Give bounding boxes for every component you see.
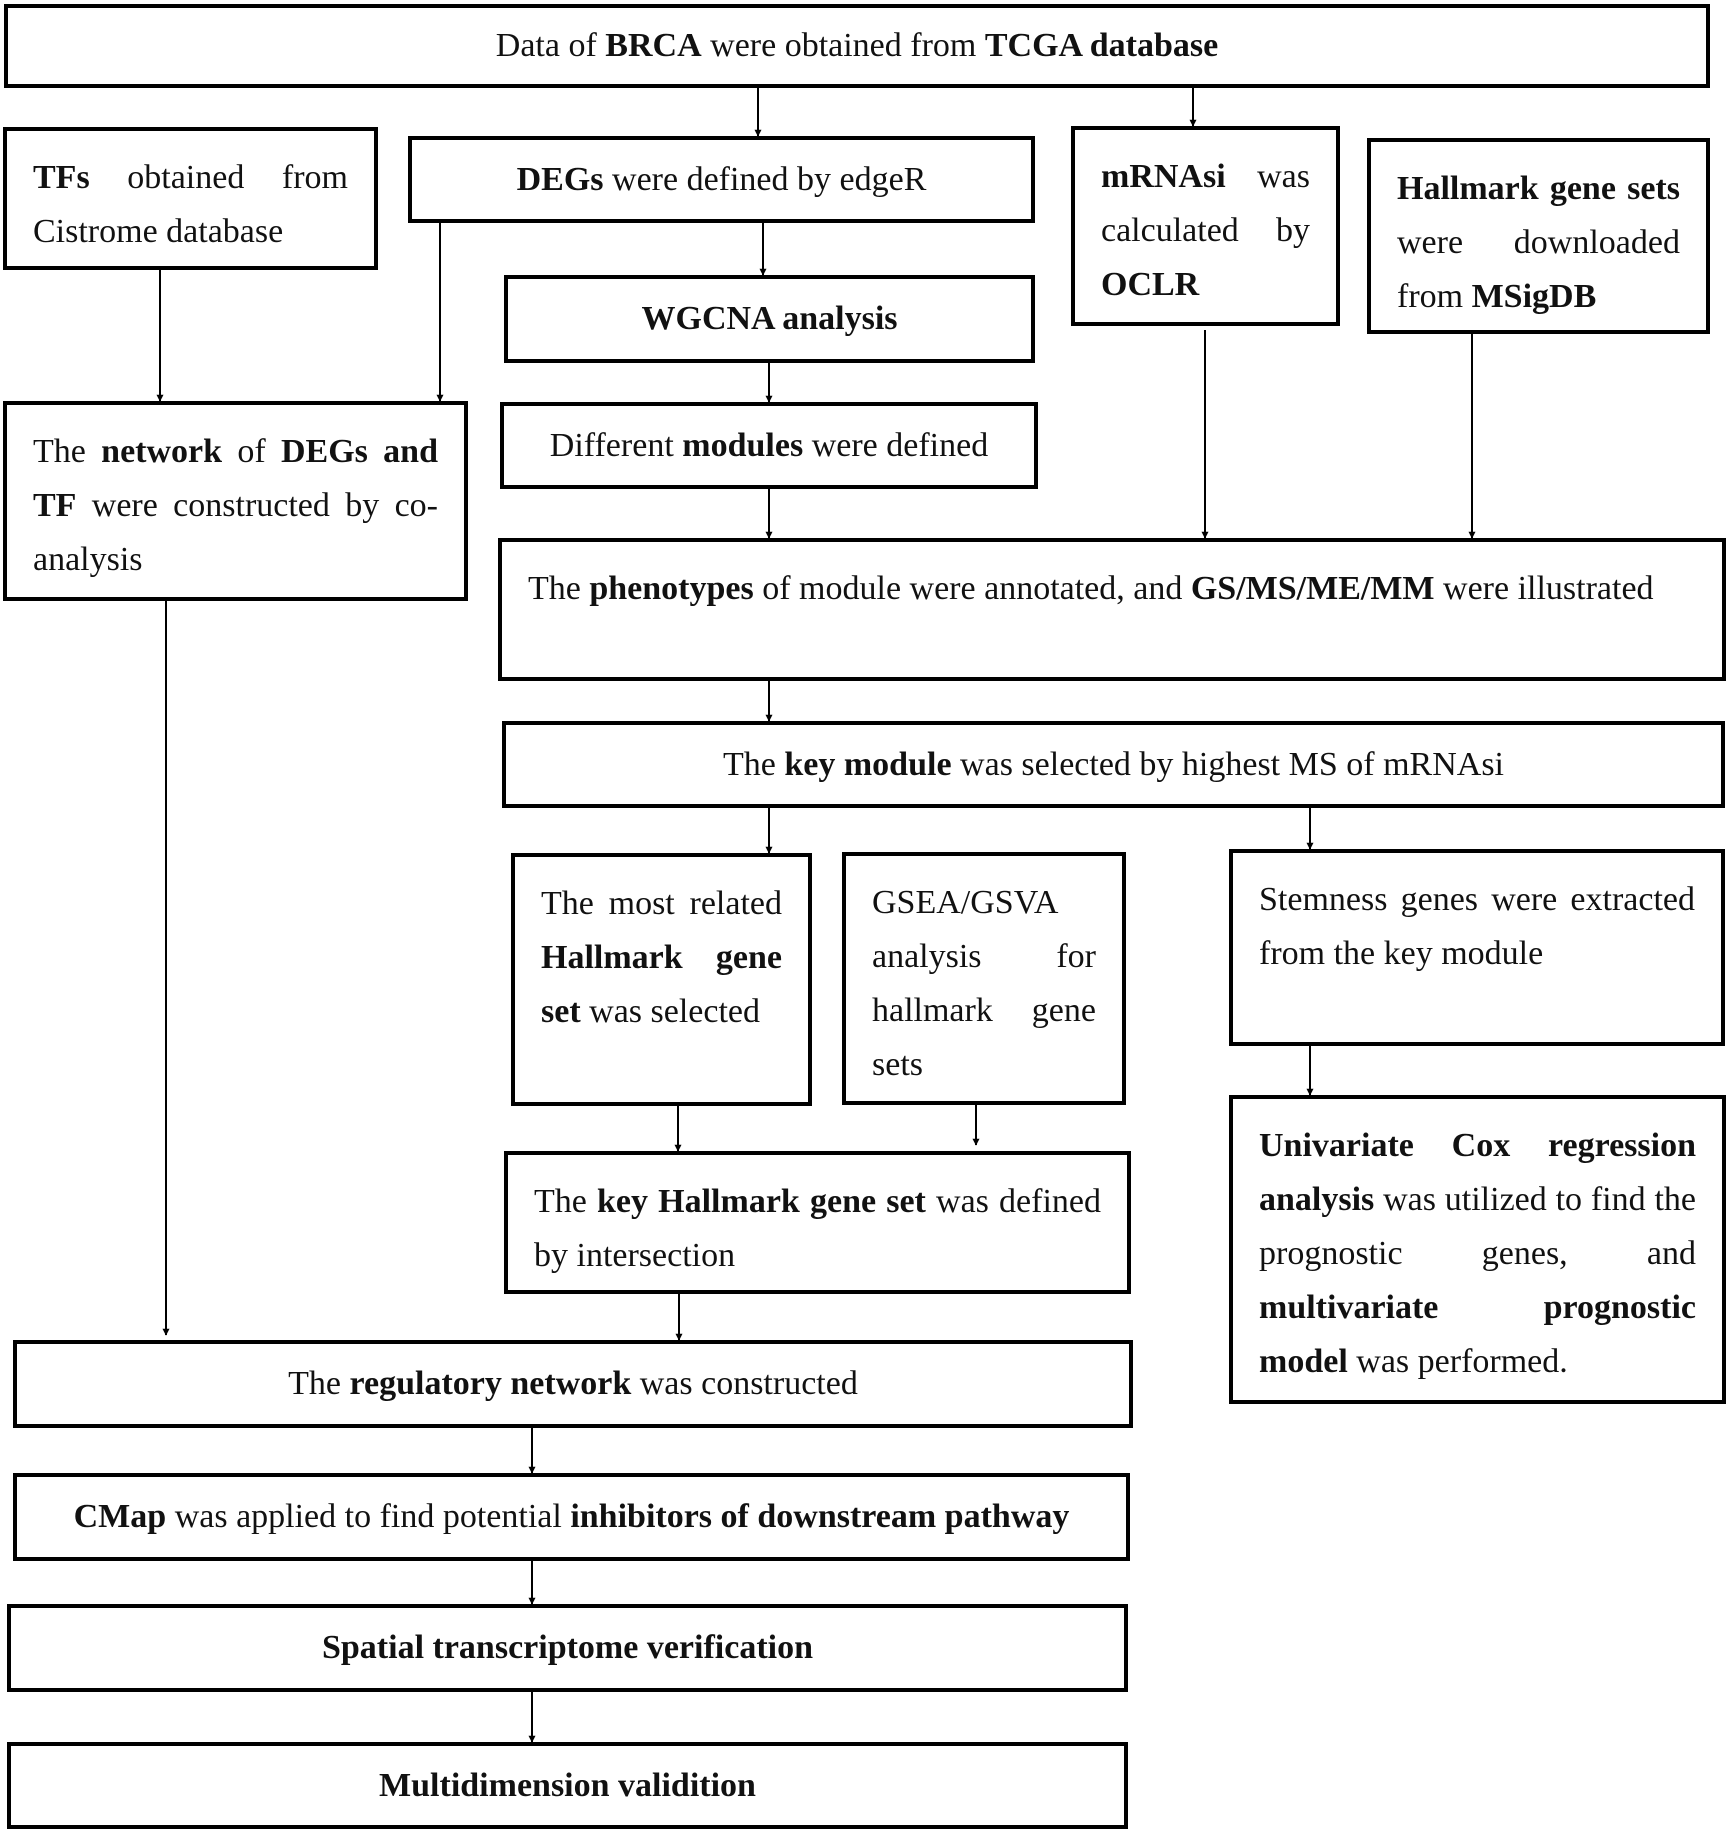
box-key-module-text: The key module was selected by highest M… — [723, 745, 1504, 783]
box-related-hallmark: The most related Hallmark gene set was s… — [511, 853, 812, 1106]
box-phenotypes-annotated: The phenotypes of module were annotated,… — [498, 538, 1726, 681]
box-spatial-transcriptome: Spatial transcriptome verification — [7, 1604, 1128, 1692]
box-multidimension-validation: Multidimension validition — [7, 1742, 1128, 1829]
box-wgcna-analysis-text: WGCNA analysis — [641, 300, 898, 337]
box-mrnasi-oclr-text: mRNAsi was calculated by OCLR — [1101, 158, 1310, 303]
box-wgcna-analysis: WGCNA analysis — [504, 275, 1035, 363]
box-phenotypes-annotated-text: The phenotypes of module were annotated,… — [528, 570, 1654, 607]
box-tcga-data: Data of BRCA were obtained from TCGA dat… — [4, 4, 1710, 88]
box-tfs-cistrome-text: TFs obtained from Cistrome database — [33, 159, 348, 250]
box-stemness-genes: Stemness genes were extracted from the k… — [1229, 849, 1725, 1046]
box-cmap-inhibitors: CMap was applied to find potential inhib… — [13, 1473, 1130, 1561]
box-hallmark-msigdb: Hallmark gene sets were downloaded from … — [1367, 138, 1710, 334]
box-degs-edger: DEGs were defined by edgeR — [408, 136, 1035, 223]
box-cmap-inhibitors-text: CMap was applied to find potential inhib… — [73, 1498, 1070, 1535]
box-modules-defined-text: Different modules were defined — [549, 426, 989, 464]
box-tf-network: The network of DEGs and TF were construc… — [3, 401, 468, 601]
box-spatial-transcriptome-text: Spatial transcriptome verification — [321, 1629, 814, 1666]
box-key-module: The key module was selected by highest M… — [502, 721, 1725, 808]
box-multidimension-validation-text: Multidimension validition — [379, 1766, 756, 1804]
box-regulatory-network: The regulatory network was constructed — [13, 1340, 1133, 1428]
box-related-hallmark-text: The most related Hallmark gene set was s… — [541, 885, 782, 1030]
box-tf-network-text: The network of DEGs and TF were construc… — [33, 433, 438, 578]
box-stemness-genes-text: Stemness genes were extracted from the k… — [1259, 881, 1695, 972]
box-gsea-gsva: GSEA/GSVA analysis for hallmark gene set… — [842, 852, 1126, 1105]
box-degs-edger-text: DEGs were defined by edgeR — [516, 160, 927, 198]
box-modules-defined: Different modules were defined — [500, 402, 1038, 489]
box-cox-regression-text: Univariate Cox regression analysis was u… — [1259, 1127, 1696, 1380]
box-cox-regression: Univariate Cox regression analysis was u… — [1229, 1095, 1726, 1404]
box-tcga-data-text: Data of BRCA were obtained from TCGA dat… — [495, 27, 1219, 64]
box-mrnasi-oclr: mRNAsi was calculated by OCLR — [1071, 126, 1340, 326]
box-regulatory-network-text: The regulatory network was constructed — [288, 1365, 858, 1402]
box-tfs-cistrome: TFs obtained from Cistrome database — [3, 127, 378, 270]
box-key-hallmark-intersection-text: The key Hallmark gene set was defined by… — [534, 1183, 1102, 1274]
box-gsea-gsva-text: GSEA/GSVA analysis for hallmark gene set… — [872, 884, 1096, 1083]
box-hallmark-msigdb-text: Hallmark gene sets were downloaded from … — [1397, 170, 1680, 315]
box-key-hallmark-intersection: The key Hallmark gene set was defined by… — [504, 1151, 1131, 1294]
